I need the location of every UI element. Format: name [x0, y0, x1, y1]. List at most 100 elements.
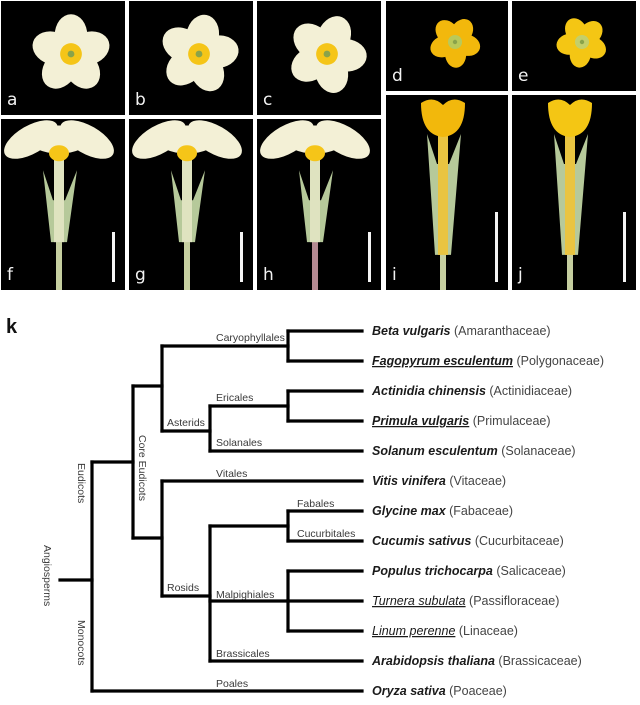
flower-image [548, 99, 592, 290]
family-name: (Actinidiaceae) [486, 384, 572, 398]
taxon-label: Fagopyrum esculentum (Polygonaceae) [372, 354, 604, 368]
clade-label-poales: Poales [216, 678, 248, 690]
panel-label-d: d [392, 66, 403, 86]
panel-label-a: a [7, 90, 18, 110]
photo-panel-i: i [386, 95, 508, 290]
corolla-tube [54, 139, 64, 243]
family-name: (Fabaceae) [446, 504, 513, 518]
family-name: (Passifloraceae) [466, 594, 560, 608]
flower-image [162, 14, 239, 92]
taxon-label: Beta vulgaris (Amaranthaceae) [372, 324, 551, 338]
family-name: (Solanaceae) [498, 444, 576, 458]
panel-label-k: k [6, 316, 18, 338]
taxon-label: Solanum esculentum (Solanaceae) [372, 444, 576, 458]
flower-image [421, 99, 465, 290]
corolla-tube [182, 139, 192, 243]
family-name: (Poaceae) [446, 684, 507, 698]
flower-image [556, 18, 606, 68]
photo-panel-d: d [386, 1, 508, 91]
species-name: Cucumis sativus [372, 534, 471, 548]
stem [56, 213, 62, 290]
family-name: (Linaceae) [455, 624, 518, 638]
stem [184, 213, 190, 290]
photo-panel-h: h [257, 119, 381, 290]
flower-eye [305, 145, 325, 162]
species-name: Beta vulgaris [372, 324, 451, 338]
species-name: Linum perenne [372, 624, 455, 638]
clade-label-ericales: Ericales [216, 392, 253, 404]
clade-label-rosids: Rosids [167, 582, 199, 594]
clade-label-core-eudicots: Core Eudicots [136, 435, 148, 501]
clade-label-monocots: Monocots [75, 620, 87, 666]
panel-label-h: h [263, 265, 274, 285]
species-name: Fagopyrum esculentum [372, 354, 513, 368]
flower-eye [49, 145, 69, 162]
clade-label-solanales: Solanales [216, 437, 262, 449]
taxon-label: Linum perenne (Linaceae) [372, 624, 518, 638]
species-name: Oryza sativa [372, 684, 446, 698]
flower-image [32, 14, 110, 89]
taxon-label: Primula vulgaris (Primulaceae) [372, 414, 551, 428]
clade-label-angiosperms: Angiosperms [41, 545, 53, 606]
family-name: (Polygonaceae) [513, 354, 604, 368]
clade-label-brassicales: Brassicales [216, 648, 270, 660]
photo-panel-b: b [129, 1, 253, 115]
photo-panel-j: j [512, 95, 636, 290]
taxon-label: Actinidia chinensis (Actinidiaceae) [371, 384, 572, 398]
clade-label-caryophyllales: Caryophyllales [216, 332, 285, 344]
clade-label-cucurbitales: Cucurbitales [297, 528, 355, 540]
clade-label-eudicots: Eudicots [75, 463, 87, 503]
photo-panel-f: f [1, 119, 125, 290]
clade-label-fabales: Fabales [297, 498, 334, 510]
species-name: Solanum esculentum [372, 444, 498, 458]
family-name: (Primulaceae) [469, 414, 550, 428]
panel-label-b: b [135, 90, 146, 110]
taxon-label: Arabidopsis thaliana (Brassicaceae) [371, 654, 582, 668]
panel-label-e: e [518, 66, 529, 86]
taxon-label: Vitis vinifera (Vitaceae) [372, 474, 506, 488]
photo-panel-e: e [512, 1, 636, 91]
panel-label-g: g [135, 265, 146, 285]
flower-center [323, 50, 331, 58]
species-name: Glycine max [372, 504, 447, 518]
scale-bar [623, 212, 626, 282]
flower-center [452, 39, 458, 45]
family-name: (Vitaceae) [446, 474, 506, 488]
family-name: (Salicaceae) [493, 564, 566, 578]
species-name: Primula vulgaris [372, 414, 469, 428]
family-name: (Amaranthaceae) [451, 324, 551, 338]
photo-panel-a: a [1, 1, 125, 115]
panel-label-j: j [518, 265, 523, 285]
petal [29, 125, 89, 154]
family-name: (Cucurbitaceae) [471, 534, 563, 548]
family-name: (Brassicaceae) [495, 654, 582, 668]
petal [285, 125, 345, 154]
petal [157, 125, 217, 154]
taxon-label: Populus trichocarpa (Salicaceae) [372, 564, 566, 578]
panel-label-f: f [7, 265, 13, 285]
flower-image [430, 19, 481, 68]
stem [312, 213, 318, 290]
corolla-tube [565, 110, 575, 255]
flower-center [195, 50, 203, 58]
petals [548, 99, 592, 137]
flower-image [4, 120, 114, 290]
species-name: Arabidopsis thaliana [371, 654, 495, 668]
species-name: Actinidia chinensis [371, 384, 486, 398]
taxon-label: Turnera subulata (Passifloraceae) [372, 594, 559, 608]
flower-image [132, 120, 242, 290]
flower-center [579, 39, 585, 45]
phylogenetic-tree: CaryophyllalesEricalesAsteridsSolanalesV… [41, 324, 604, 698]
species-name: Vitis vinifera [372, 474, 446, 488]
photo-panel-c: c [257, 1, 381, 115]
taxon-label: Cucumis sativus (Cucurbitaceae) [372, 534, 564, 548]
flower-center [67, 50, 75, 58]
scale-bar [495, 212, 498, 282]
panel-label-i: i [392, 265, 397, 285]
taxon-label: Glycine max (Fabaceae) [372, 504, 513, 518]
corolla-tube [438, 110, 448, 255]
taxon-label: Oryza sativa (Poaceae) [372, 684, 507, 698]
clade-label-vitales: Vitales [216, 468, 247, 480]
petals [421, 99, 465, 137]
flower-image [291, 16, 367, 93]
